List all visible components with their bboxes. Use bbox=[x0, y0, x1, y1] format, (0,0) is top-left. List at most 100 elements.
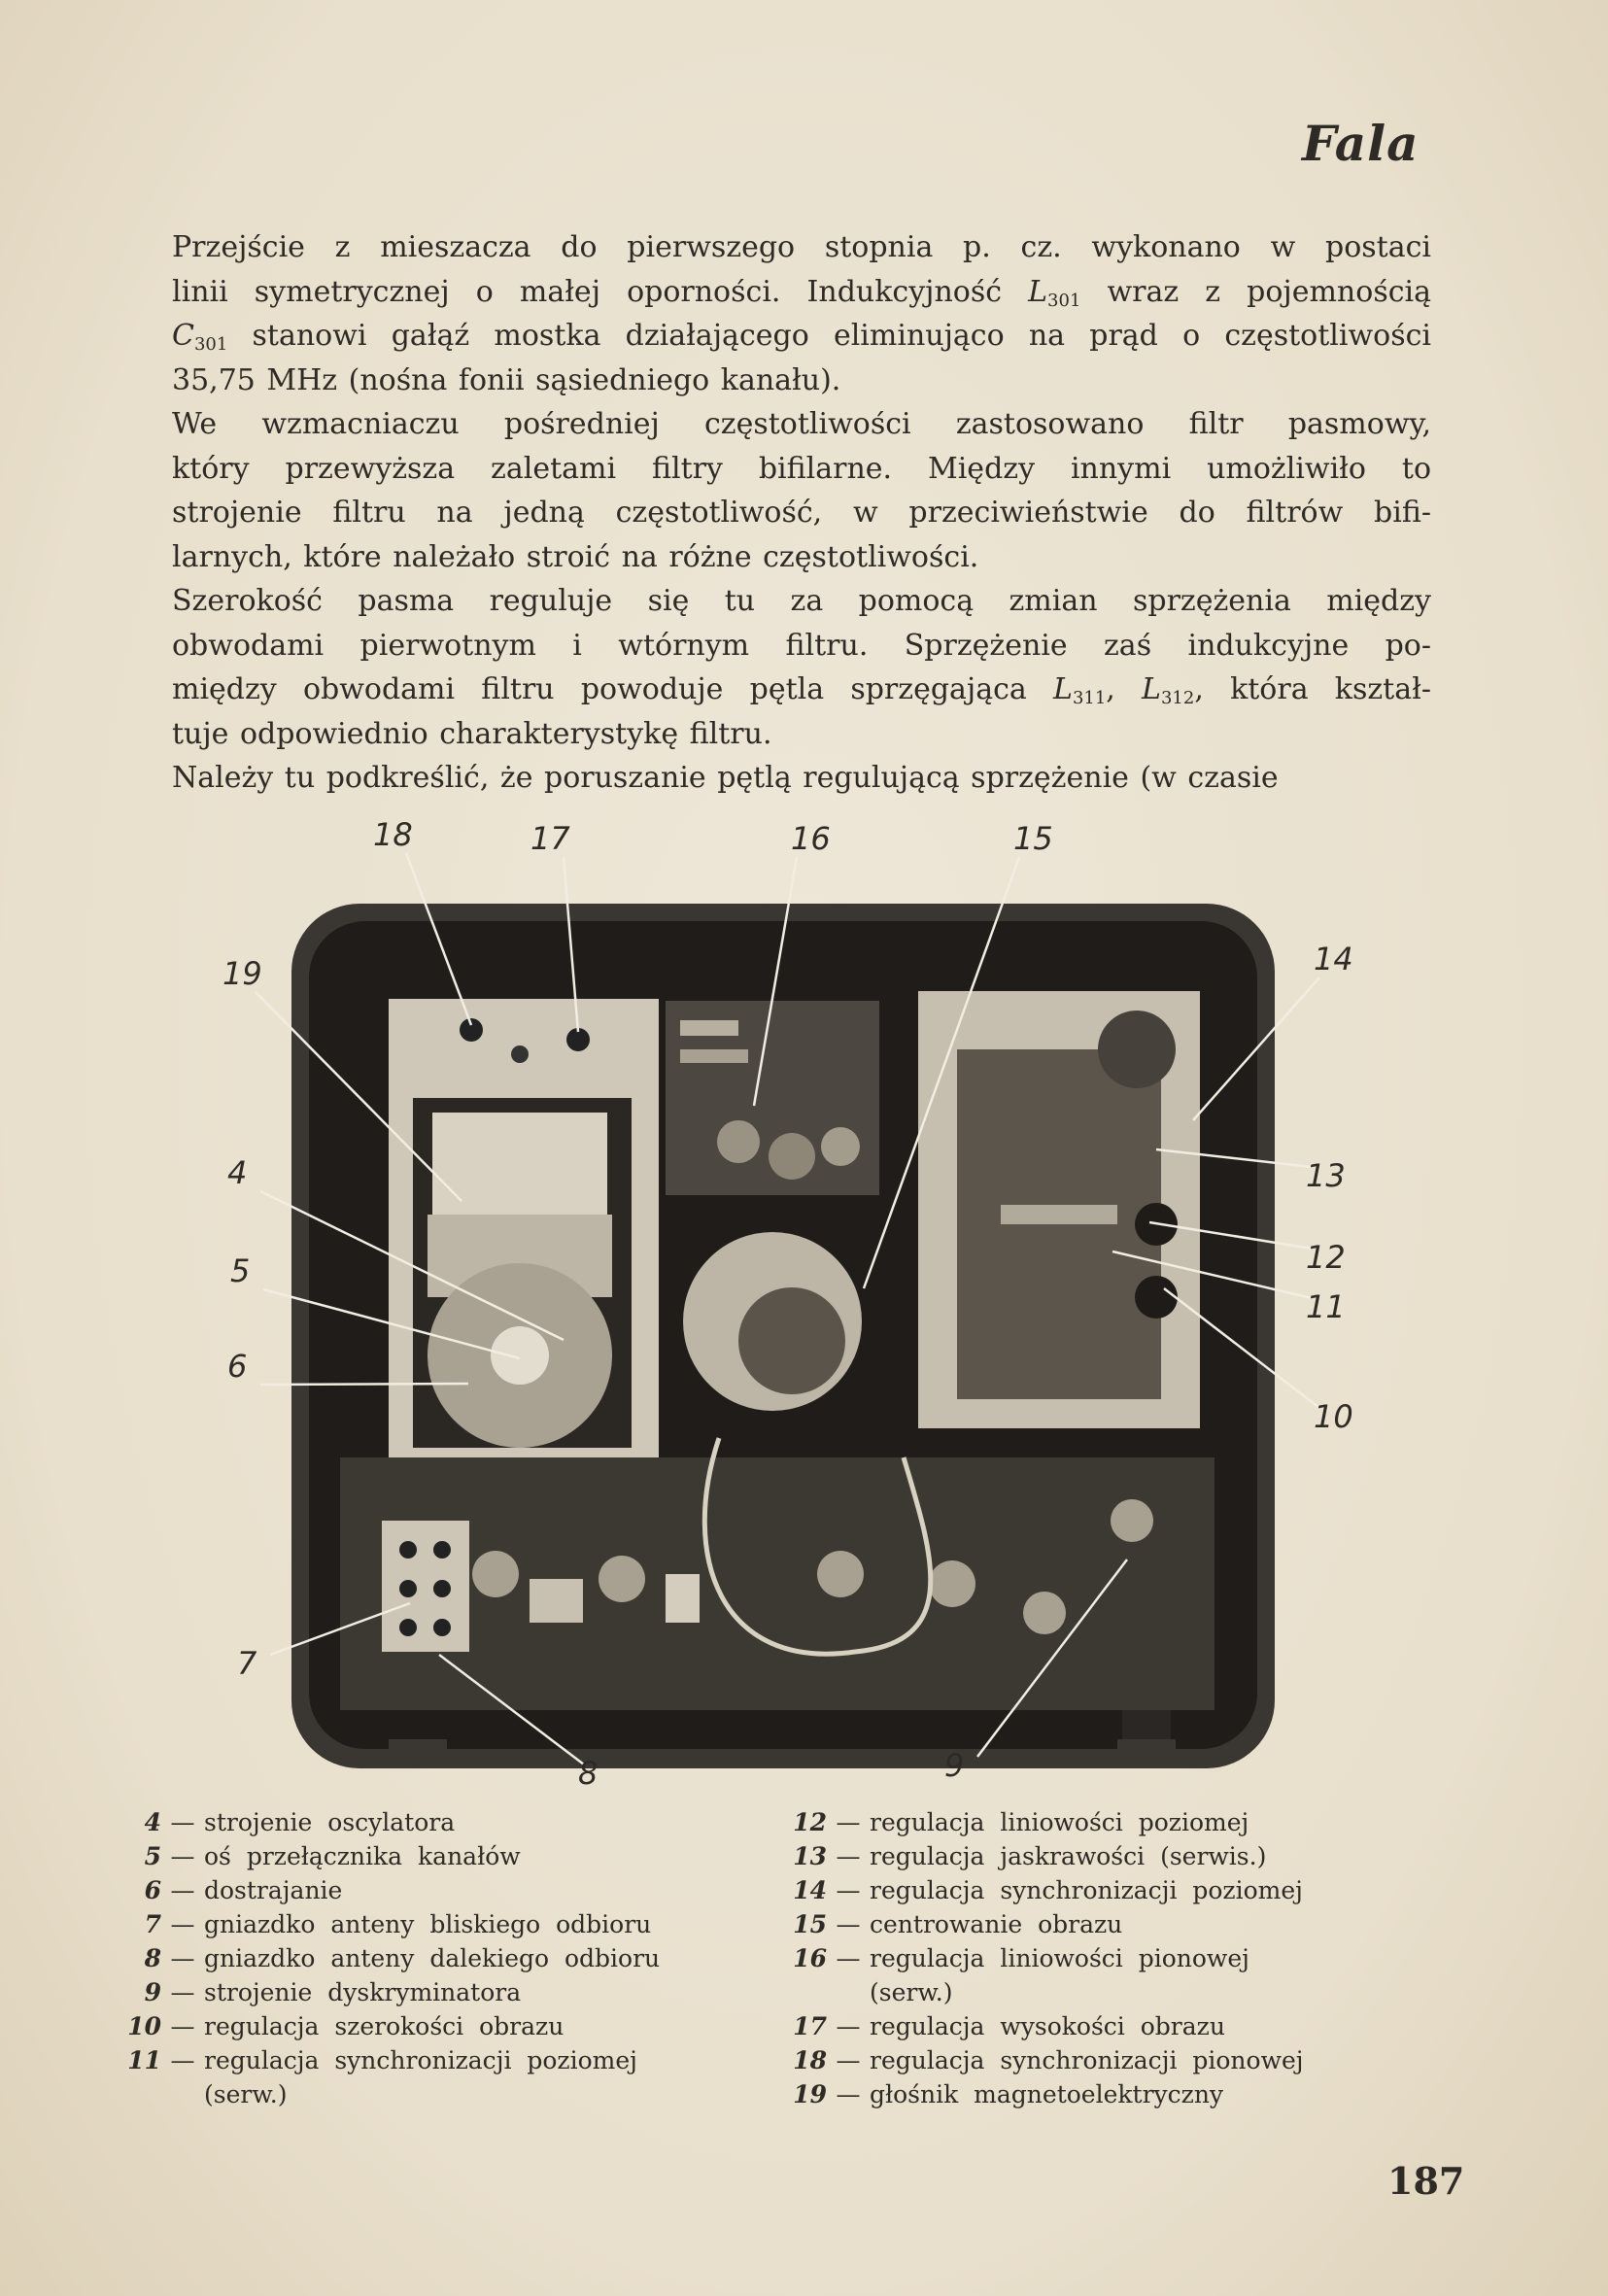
legend-number: 16 bbox=[793, 1944, 827, 1972]
legend-text: oś przełącznika kanałów bbox=[204, 1842, 521, 1870]
callout-leader-line bbox=[259, 1382, 469, 1387]
text-segment: C bbox=[172, 319, 194, 353]
text-line: tuje odpowiednio charakterystykę filtru. bbox=[172, 712, 1431, 757]
text-segment: strojenie filtru na jedną częstotliwość,… bbox=[172, 496, 1431, 530]
legend-number: 10 bbox=[127, 2012, 161, 2040]
legend-item: 11—regulacja synchronizacji poziomej bbox=[124, 2043, 785, 2077]
text-line: We wzmacniaczu pośredniej częstotliwości… bbox=[172, 402, 1431, 447]
legend-item: 16—regulacja liniowości pionowej bbox=[790, 1941, 1470, 1975]
legend-text: regulacja synchronizacji poziomej bbox=[204, 2046, 637, 2074]
subscript: 312 bbox=[1160, 688, 1195, 708]
callout-number: 12 bbox=[1306, 1239, 1346, 1276]
running-header: Fala bbox=[1302, 115, 1420, 172]
callout-number: 10 bbox=[1314, 1398, 1353, 1435]
callout-leader-line bbox=[862, 856, 1021, 1289]
legend-number: 5 bbox=[144, 1842, 161, 1870]
text-segment: Należy tu podkreślić, że poruszanie pętl… bbox=[172, 761, 1279, 795]
callout-number: 19 bbox=[222, 955, 262, 992]
legend-number: 19 bbox=[793, 2080, 827, 2108]
callout-leader-line bbox=[255, 991, 462, 1202]
text-line: obwodami pierwotnym i wtórnym filtru. Sp… bbox=[172, 624, 1431, 668]
legend-text: strojenie dyskryminatora bbox=[204, 1978, 522, 2006]
text-line: C301 stanowi gałąź mostka działającego e… bbox=[172, 314, 1431, 359]
page-number: 187 bbox=[1387, 2159, 1465, 2203]
text-segment: między obwodami filtru powoduje pętla sp… bbox=[172, 672, 1054, 706]
callout-number: 13 bbox=[1306, 1157, 1346, 1194]
legend-item: 15—centrowanie obrazu bbox=[790, 1907, 1470, 1941]
legend-number: 9 bbox=[144, 1978, 161, 2006]
legend-item: 13—regulacja jaskrawości (serwis.) bbox=[790, 1839, 1470, 1873]
legend-dash: — bbox=[836, 2046, 861, 2074]
legend-text: gniazdko anteny dalekiego odbioru bbox=[204, 1944, 661, 1972]
text-segment: L bbox=[1028, 274, 1048, 309]
callout-leader-line bbox=[1155, 1148, 1313, 1169]
legend-item: 12—regulacja liniowości poziomej bbox=[790, 1805, 1470, 1839]
text-segment: który przewyższa zaletami filtry bifilar… bbox=[172, 451, 1431, 486]
legend-dash: — bbox=[836, 1808, 861, 1836]
callout-leader-line bbox=[976, 1559, 1128, 1758]
callout-leader-line bbox=[404, 852, 473, 1026]
callout-number: 14 bbox=[1314, 941, 1353, 977]
text-line: który przewyższa zaletami filtry bifilar… bbox=[172, 447, 1431, 492]
legend-item: 10 — regulacja szerokości obrazu bbox=[124, 2009, 785, 2043]
text-segment: L bbox=[1053, 672, 1073, 706]
legend-number: 12 bbox=[793, 1808, 827, 1836]
callout-leader-line bbox=[1148, 1220, 1313, 1251]
legend-number: 15 bbox=[793, 1910, 827, 1938]
legend-text: dostrajanie bbox=[204, 1876, 343, 1904]
text-line: linii symetrycznej o małej oporności. In… bbox=[172, 270, 1431, 315]
legend-text: regulacja szerokości obrazu bbox=[204, 2012, 565, 2040]
text-segment: , która kształ- bbox=[1194, 672, 1431, 706]
text-segment: 35,75 MHz (nośna fonii sąsiedniego kanał… bbox=[172, 362, 841, 397]
callout-leader-line bbox=[1192, 977, 1320, 1121]
legend-item: 7—gniazdko anteny bliskiego odbioru bbox=[124, 1907, 785, 1941]
legend-dash: — bbox=[170, 1944, 195, 1972]
text-line: strojenie filtru na jedną częstotliwość,… bbox=[172, 491, 1431, 535]
callout-leader-line bbox=[259, 1189, 565, 1342]
subscript: 311 bbox=[1072, 688, 1107, 708]
legend-number: 13 bbox=[793, 1842, 827, 1870]
legend-dash: — bbox=[836, 1876, 861, 1904]
text-segment: Szerokość pasma reguluje się tu za pomoc… bbox=[172, 584, 1431, 618]
callout-number: 6 bbox=[227, 1348, 247, 1385]
legend-item: 17—regulacja wysokości obrazu bbox=[790, 2009, 1470, 2043]
legend-dash: — bbox=[170, 2046, 195, 2074]
legend-dash: — bbox=[170, 1842, 195, 1870]
text-segment: wraz z pojemnością bbox=[1080, 274, 1431, 309]
callout-number: 7 bbox=[237, 1645, 257, 1682]
legend-text: głośnik magnetoelektryczny bbox=[870, 2080, 1224, 2108]
text-segment: larnych, które należało stroić na różne … bbox=[172, 539, 979, 574]
text-line: 35,75 MHz (nośna fonii sąsiedniego kanał… bbox=[172, 359, 1431, 403]
callout-leader-line bbox=[562, 856, 580, 1033]
callout-leader-line bbox=[1112, 1250, 1313, 1300]
text-segment: L bbox=[1142, 672, 1161, 706]
legend-number: 18 bbox=[793, 2046, 827, 2074]
legend-dash: — bbox=[170, 1876, 195, 1904]
text-segment: stanowi gałąź mostka działającego elimin… bbox=[227, 319, 1431, 353]
legend-dash: — bbox=[836, 2080, 861, 2108]
body-text: Przejście z mieszacza do pierwszego stop… bbox=[172, 225, 1431, 801]
legend-dash: — bbox=[170, 1978, 195, 2006]
callout-number: 4 bbox=[227, 1154, 247, 1191]
subscript: 301 bbox=[1047, 290, 1081, 311]
callout-leader-line bbox=[752, 856, 799, 1107]
callout-leader-line bbox=[1163, 1287, 1320, 1409]
text-line: między obwodami filtru powoduje pętla sp… bbox=[172, 668, 1431, 712]
callout-number: 5 bbox=[230, 1252, 250, 1289]
legend-item: 9 — strojenie dyskryminatora bbox=[124, 1975, 785, 2009]
legend-text: regulacja synchronizacji pionowej bbox=[870, 2046, 1304, 2074]
legend-dash: — bbox=[170, 2012, 195, 2040]
legend-number: 14 bbox=[793, 1876, 827, 1904]
callout-number: 11 bbox=[1306, 1288, 1346, 1325]
callout-number: 18 bbox=[373, 816, 413, 853]
legend-dash: — bbox=[836, 1910, 861, 1938]
legend-item: 18 — regulacja synchronizacji pionowej bbox=[790, 2043, 1470, 2077]
legend-item: 6 — dostrajanie bbox=[124, 1873, 785, 1907]
legend-item: 4—strojenie oscylatora bbox=[124, 1805, 785, 1839]
legend-number: 6 bbox=[144, 1876, 161, 1904]
text-segment: We wzmacniaczu pośredniej częstotliwości… bbox=[172, 407, 1431, 441]
callout-leader-line bbox=[269, 1601, 411, 1657]
legend-dash: — bbox=[836, 2012, 861, 2040]
